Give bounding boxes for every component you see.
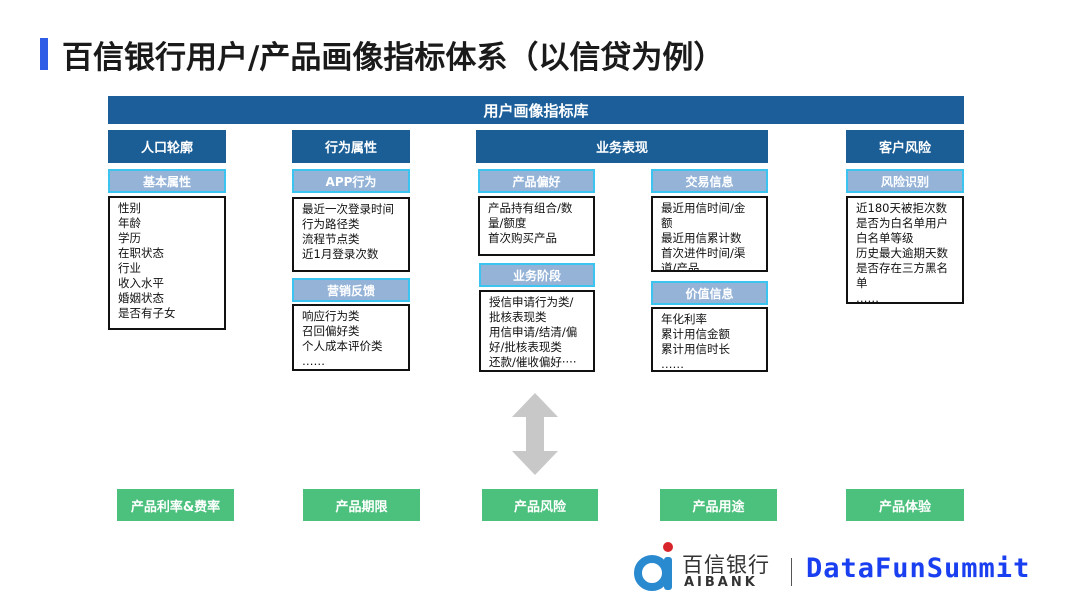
group-trade-header: 交易信息 <box>651 169 768 193</box>
list-item: 最近一次登录时间 <box>302 202 394 216</box>
bank-name-en: AIBANK <box>684 575 758 590</box>
list-item: 流程节点类 <box>302 232 360 246</box>
list-item: 首次进件时间/渠 <box>661 246 746 260</box>
datafun-summit-logo: DataFunSummit <box>806 553 1031 584</box>
list-item: 婚姻状态 <box>118 291 164 305</box>
list-item: 年龄 <box>118 216 141 230</box>
list-item: 累计用信金额 <box>661 327 730 341</box>
group-basic-list: 性别年龄学历在职状态行业收入水平婚姻状态是否有子女…… <box>108 196 226 330</box>
list-item: 批核表现类 <box>489 310 547 324</box>
list-item: 历史最大逾期天数 <box>856 246 948 260</box>
group-risk-id-list: 近180天被拒次数是否为白名单用户白名单等级历史最大逾期天数是否存在三方黑名单…… <box>846 196 964 304</box>
list-item: 用信申请/结清/偏 <box>489 325 578 339</box>
list-item: 授信申请行为类/ <box>489 295 574 309</box>
list-item: 行为路径类 <box>302 217 360 231</box>
group-marketing-header: 营销反馈 <box>292 278 410 302</box>
group-stage-list: 授信申请行为类/批核表现类用信申请/结清/偏好/批核表现类还款/催收偏好···· <box>479 290 595 372</box>
list-item: 是否存在三方黑名 <box>856 261 948 275</box>
category-risk: 客户风险 <box>846 130 964 163</box>
page-title: 百信银行用户/产品画像指标体系（以信贷为例） <box>62 40 725 76</box>
list-item: 产品持有组合/数 <box>488 201 573 215</box>
list-item: …… <box>118 321 141 330</box>
title-accent-bar <box>40 38 48 70</box>
list-item: 召回偏好类 <box>302 324 360 338</box>
list-item: …… <box>661 357 684 371</box>
list-item: 学历 <box>118 231 141 245</box>
product-risk-button: 产品风险 <box>482 489 598 521</box>
list-item: 行业 <box>118 261 141 275</box>
list-item: 好/批核表现类 <box>489 340 562 354</box>
product-experience-button: 产品体验 <box>846 489 964 521</box>
logo-divider <box>791 558 792 586</box>
list-item: 最近用信时间/金 <box>661 201 746 215</box>
list-item: 累计用信时长 <box>661 342 730 356</box>
group-product-pref-list: 产品持有组合/数量/额度首次购买产品…… <box>478 196 595 256</box>
group-stage-header: 业务阶段 <box>479 263 595 287</box>
list-item: 个人成本评价类 <box>302 339 383 353</box>
list-item: 道/产品…… <box>661 261 723 272</box>
group-value-header: 价值信息 <box>651 281 768 305</box>
category-business: 业务表现 <box>476 130 768 163</box>
list-item: 是否为白名单用户 <box>856 216 948 230</box>
list-item: 收入水平 <box>118 276 164 290</box>
product-rate-button: 产品利率&费率 <box>117 489 234 521</box>
indicator-library-header: 用户画像指标库 <box>108 96 964 124</box>
category-demographics: 人口轮廓 <box>108 130 226 163</box>
list-item: 是否有子女 <box>118 306 176 320</box>
list-item: 在职状态 <box>118 246 164 260</box>
list-item: 白名单等级 <box>856 231 914 245</box>
list-item: 近1月登录次数 <box>302 247 379 261</box>
group-app-header: APP行为 <box>292 169 410 193</box>
list-item: …… <box>488 246 511 256</box>
group-value-list: 年化利率累计用信金额累计用信时长…… <box>651 307 768 372</box>
list-item: 性别 <box>118 201 141 215</box>
product-term-button: 产品期限 <box>303 489 420 521</box>
list-item: 近180天被拒次数 <box>856 201 947 215</box>
list-item: 响应行为类 <box>302 309 360 323</box>
list-item: 年化利率 <box>661 312 707 326</box>
bank-name-cn: 百信银行 <box>682 553 770 577</box>
group-app-list: 最近一次登录时间行为路径类流程节点类近1月登录次数…… <box>292 197 410 272</box>
double-arrow-icon <box>512 393 558 475</box>
list-item: 还款/催收偏好···· <box>489 355 577 369</box>
list-item: 额 <box>661 216 673 230</box>
group-risk-id-header: 风险识别 <box>846 169 964 193</box>
group-marketing-list: 响应行为类召回偏好类个人成本评价类…… <box>292 304 410 371</box>
group-trade-list: 最近用信时间/金额最近用信累计数首次进件时间/渠道/产品…… <box>651 196 768 272</box>
list-item: …… <box>302 262 325 272</box>
list-item: 首次购买产品 <box>488 231 557 245</box>
list-item: 最近用信累计数 <box>661 231 742 245</box>
product-usage-button: 产品用途 <box>660 489 777 521</box>
group-product-pref-header: 产品偏好 <box>478 169 595 193</box>
category-behavior: 行为属性 <box>292 130 410 163</box>
list-item: …… <box>302 354 325 368</box>
list-item: 量/额度 <box>488 216 527 230</box>
aibank-logo-icon <box>634 542 673 591</box>
list-item: …… <box>856 291 879 304</box>
group-basic-header: 基本属性 <box>108 169 226 193</box>
list-item: 单 <box>856 276 868 290</box>
